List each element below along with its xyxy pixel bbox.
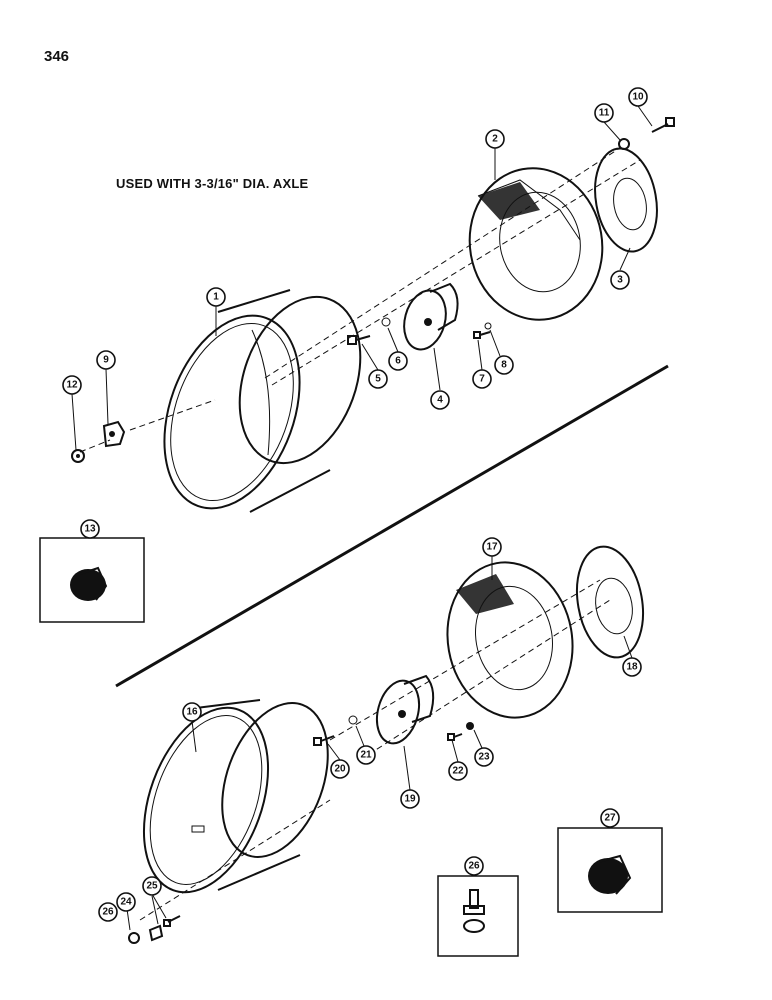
callout-17: 17	[482, 537, 502, 557]
assembly-axis-lower	[139, 799, 331, 921]
svg-text:26: 26	[468, 861, 480, 872]
svg-text:20: 20	[334, 764, 346, 775]
svg-text:25: 25	[146, 881, 158, 892]
callout-12: 12	[62, 375, 82, 395]
svg-text:13: 13	[84, 524, 96, 535]
svg-text:4: 4	[437, 395, 443, 406]
callout-8: 8	[494, 355, 514, 375]
washer-part-23	[466, 722, 474, 730]
svg-text:18: 18	[626, 662, 638, 673]
svg-text:16: 16	[186, 707, 198, 718]
washer-part-8	[484, 322, 492, 330]
callout-22: 22	[448, 761, 468, 781]
center-disc-part	[594, 147, 658, 253]
svg-text:24: 24	[120, 897, 132, 908]
svg-text:2: 2	[492, 134, 498, 145]
svg-text:1: 1	[213, 292, 219, 303]
inset-box-26	[437, 875, 519, 957]
callout-9: 9	[96, 350, 116, 370]
bolt-part-10	[651, 117, 675, 133]
svg-text:10: 10	[632, 92, 644, 103]
hub-part-19	[375, 674, 435, 745]
svg-text:9: 9	[103, 355, 109, 366]
valve-part-26	[463, 889, 485, 933]
callout-24: 24	[116, 892, 136, 912]
callout-5: 5	[368, 369, 388, 389]
callout-19: 19	[400, 789, 420, 809]
svg-text:22: 22	[452, 766, 464, 777]
callout-6: 6	[388, 351, 408, 371]
center-disc-part-18	[576, 545, 644, 659]
callout-18: 18	[622, 657, 642, 677]
svg-text:19: 19	[404, 794, 416, 805]
wheel-disc-part-17	[446, 561, 574, 719]
callout-23: 23	[474, 747, 494, 767]
svg-text:6: 6	[395, 356, 401, 367]
callout-16: 16	[182, 702, 202, 722]
callout-25: 25	[142, 876, 162, 896]
assembly-axis-upper	[79, 439, 111, 453]
bolt-part-7	[473, 331, 491, 339]
plug-part-27	[588, 854, 632, 895]
nut-part-11	[618, 138, 630, 150]
washer-part	[381, 317, 391, 327]
section-divider-line	[115, 364, 669, 688]
clamp-part	[102, 420, 126, 448]
diagram-subtitle: USED WITH 3-3/16" DIA. AXLE	[116, 176, 309, 191]
rim-part	[163, 289, 362, 513]
svg-text:27: 27	[604, 813, 616, 824]
nut-part	[71, 449, 85, 463]
callout-13: 13	[80, 519, 100, 539]
callout-20: 20	[330, 759, 350, 779]
nut-part-26	[128, 932, 140, 944]
callout-10: 10	[628, 87, 648, 107]
plug-part-13	[70, 566, 108, 601]
callout-11: 11	[594, 103, 614, 123]
callout-1: 1	[206, 287, 226, 307]
svg-text:12: 12	[66, 380, 78, 391]
page-number: 346	[44, 48, 70, 65]
callout-27: 27	[600, 808, 620, 828]
svg-text:21: 21	[360, 750, 372, 761]
callout-7: 7	[472, 369, 492, 389]
washer-part-21	[348, 715, 358, 725]
svg-text:3: 3	[617, 275, 623, 286]
svg-text:17: 17	[486, 542, 498, 553]
callout-21: 21	[356, 745, 376, 765]
svg-text:5: 5	[375, 374, 381, 385]
callout-4: 4	[430, 390, 450, 410]
bolt-part-20	[313, 735, 335, 746]
bolt-part-25	[163, 915, 181, 927]
svg-text:8: 8	[501, 360, 507, 371]
callout-26-nut: 26	[98, 902, 118, 922]
bolt-part-22	[447, 733, 463, 741]
svg-text:11: 11	[599, 108, 610, 119]
callout-26-valve: 26	[464, 856, 484, 876]
wheel-disc-part	[468, 167, 604, 321]
callout-3: 3	[610, 270, 630, 290]
callout-2: 2	[485, 129, 505, 149]
svg-text:23: 23	[478, 752, 490, 763]
svg-text:26: 26	[102, 907, 114, 918]
svg-text:7: 7	[479, 374, 485, 385]
clamp-part-24	[148, 924, 164, 942]
hub-part	[403, 282, 459, 351]
bolt-part	[347, 335, 371, 345]
rim-part-16	[142, 699, 329, 894]
